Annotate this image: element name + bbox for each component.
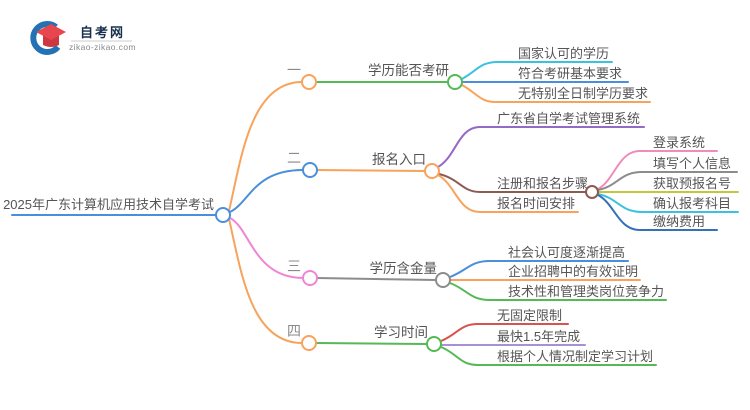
edge-center-branch-two xyxy=(229,169,304,213)
branch-one-index-label[interactable]: 一 xyxy=(287,62,301,78)
brand-domain: zikao-zikao.com xyxy=(69,42,136,52)
leaf-registration-schedule[interactable]: 报名时间安排 xyxy=(497,196,575,211)
edge-leaf-competitiveness-tech-mgmt-roles xyxy=(449,282,667,301)
edge-leaf-personal-study-plan xyxy=(440,346,657,366)
leaf-social-recognition-rising[interactable]: 社会认可度逐渐提高 xyxy=(508,245,625,260)
leaf-fastest-1-5-years[interactable]: 最快1.5年完成 xyxy=(497,329,580,344)
branch-four-index-label[interactable]: 四 xyxy=(287,323,301,339)
edge-center-branch-three xyxy=(229,217,304,279)
leaf-fill-personal-info[interactable]: 填写个人信息 xyxy=(653,156,731,171)
edge-leaf-gd-selfstudy-exam-system xyxy=(437,126,645,168)
site-logo[interactable]: 自考网 zikao-zikao.com xyxy=(30,20,136,55)
leaf-state-recognized-degree[interactable]: 国家认可的学历 xyxy=(518,46,609,61)
graduation-cap-icon xyxy=(43,35,59,47)
edge-leaf-login-system xyxy=(597,150,718,190)
topic-registration-entrance[interactable]: 报名入口 xyxy=(372,152,426,167)
edge-branch-four-topic xyxy=(315,342,428,345)
edge-leaf-no-fixed-limit xyxy=(440,323,569,342)
leaf-login-system[interactable]: 登录系统 xyxy=(653,135,705,150)
edge-leaf-confirm-exam-subjects xyxy=(597,193,739,213)
graduation-cap-board-icon xyxy=(36,24,66,40)
leaf-pay-fees[interactable]: 缴纳费用 xyxy=(653,214,705,229)
topic-degree-value-handle[interactable] xyxy=(435,272,451,288)
logo-swoosh-icon xyxy=(30,20,61,55)
leaf-confirm-exam-subjects[interactable]: 确认报考科目 xyxy=(653,196,731,211)
topic-can-apply-postgrad-handle[interactable] xyxy=(447,74,463,90)
edge-center-branch-one xyxy=(228,81,303,212)
leaf-get-preregistration-number[interactable]: 获取预报名号 xyxy=(653,176,731,191)
topic-study-time-handle[interactable] xyxy=(426,336,442,352)
branch-two-index-label[interactable]: 二 xyxy=(287,150,301,166)
branch-two-handle[interactable] xyxy=(302,162,318,178)
topic-can-apply-postgrad[interactable]: 学历能否考研 xyxy=(368,63,449,78)
edge-center-branch-four xyxy=(228,218,303,344)
central-topic-label[interactable]: 2025年广东计算机应用技术自学考试 xyxy=(3,197,214,212)
edge-branch-three-topic xyxy=(316,277,437,281)
edge-leaf-fill-personal-info xyxy=(597,171,738,191)
node-registration-steps[interactable]: 注册和报名步骤 xyxy=(497,176,588,191)
edge-leaf-state-recognized-degree xyxy=(461,61,613,80)
edge-leaf-registration-schedule xyxy=(437,174,579,213)
branch-three-index-label[interactable]: 三 xyxy=(287,258,301,274)
leaf-personal-study-plan[interactable]: 根据个人情况制定学习计划 xyxy=(497,349,653,364)
central-topic-handle[interactable] xyxy=(215,207,231,223)
topic-degree-value[interactable]: 学历含金量 xyxy=(370,261,438,276)
edge-node-registration-steps xyxy=(438,173,587,193)
branch-one-handle[interactable] xyxy=(301,74,317,90)
edge-branch-two-topic xyxy=(316,169,426,172)
leaf-valid-proof-for-hiring[interactable]: 企业招聘中的有效证明 xyxy=(508,264,638,279)
branch-four-handle[interactable] xyxy=(301,335,317,351)
leaf-no-fixed-limit[interactable]: 无固定限制 xyxy=(497,308,562,323)
edge-leaf-no-fulltime-requirement xyxy=(461,84,651,103)
edge-leaf-pay-fees xyxy=(597,194,718,231)
edge-leaf-social-recognition-rising xyxy=(449,260,629,278)
leaf-competitiveness-tech-mgmt-roles[interactable]: 技术性和管理类岗位竞争力 xyxy=(508,284,664,299)
brand-name: 自考网 xyxy=(80,25,125,40)
leaf-gd-selfstudy-exam-system[interactable]: 广东省自学考试管理系统 xyxy=(497,111,640,126)
topic-study-time[interactable]: 学习时间 xyxy=(374,325,428,340)
node-registration-steps-handle[interactable] xyxy=(585,185,599,199)
topic-registration-entrance-handle[interactable] xyxy=(424,163,440,179)
branch-three-handle[interactable] xyxy=(302,270,318,286)
leaf-meets-postgrad-requirements[interactable]: 符合考研基本要求 xyxy=(518,66,622,81)
leaf-no-fulltime-requirement[interactable]: 无特别全日制学历要求 xyxy=(518,86,648,101)
